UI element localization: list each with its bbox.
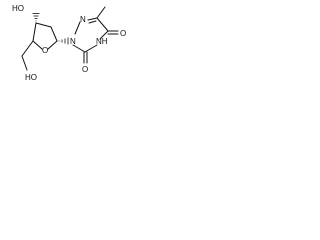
atom-label-ring-o: O [42,46,48,55]
bond-n2-n1 [74,21,81,35]
hashed-wedge-c3-oh [32,13,40,22]
bond-c-methyl-n2 [87,17,98,21]
bond-c-carbonyl-nh [84,44,98,53]
atom-label-o-bottom: O [82,65,88,74]
bond-ringO-c1 [47,40,58,50]
bond-c2-ringO [32,40,43,50]
bond-c-carbonyl2-c-methyl [96,17,109,32]
bond-c3-c4 [35,22,52,28]
bond-ch2-oh [21,55,28,71]
atom-label-ho-bottom: HO [25,73,37,82]
bond-nh-c-carbonyl2 [99,30,109,40]
bond-methyl [96,6,106,19]
chemical-structure-diagram: HO HO O N N NH O O [12,4,126,82]
bond-c-methyl-n2-double [88,20,97,24]
bond-c2-ch2 [21,40,34,57]
bond-n1-c-carbonyl [72,44,86,53]
atom-label-o-right: O [120,29,126,38]
bond-c1-c4 [50,26,58,42]
atom-label-nh: NH [96,37,108,46]
bond-c3-c2 [32,22,37,42]
atom-label-n2: N [80,15,86,24]
atom-label-n1: N [70,37,76,46]
hashed-wedge-c1-n [58,37,69,45]
atom-label-ho-top: HO [12,4,24,13]
